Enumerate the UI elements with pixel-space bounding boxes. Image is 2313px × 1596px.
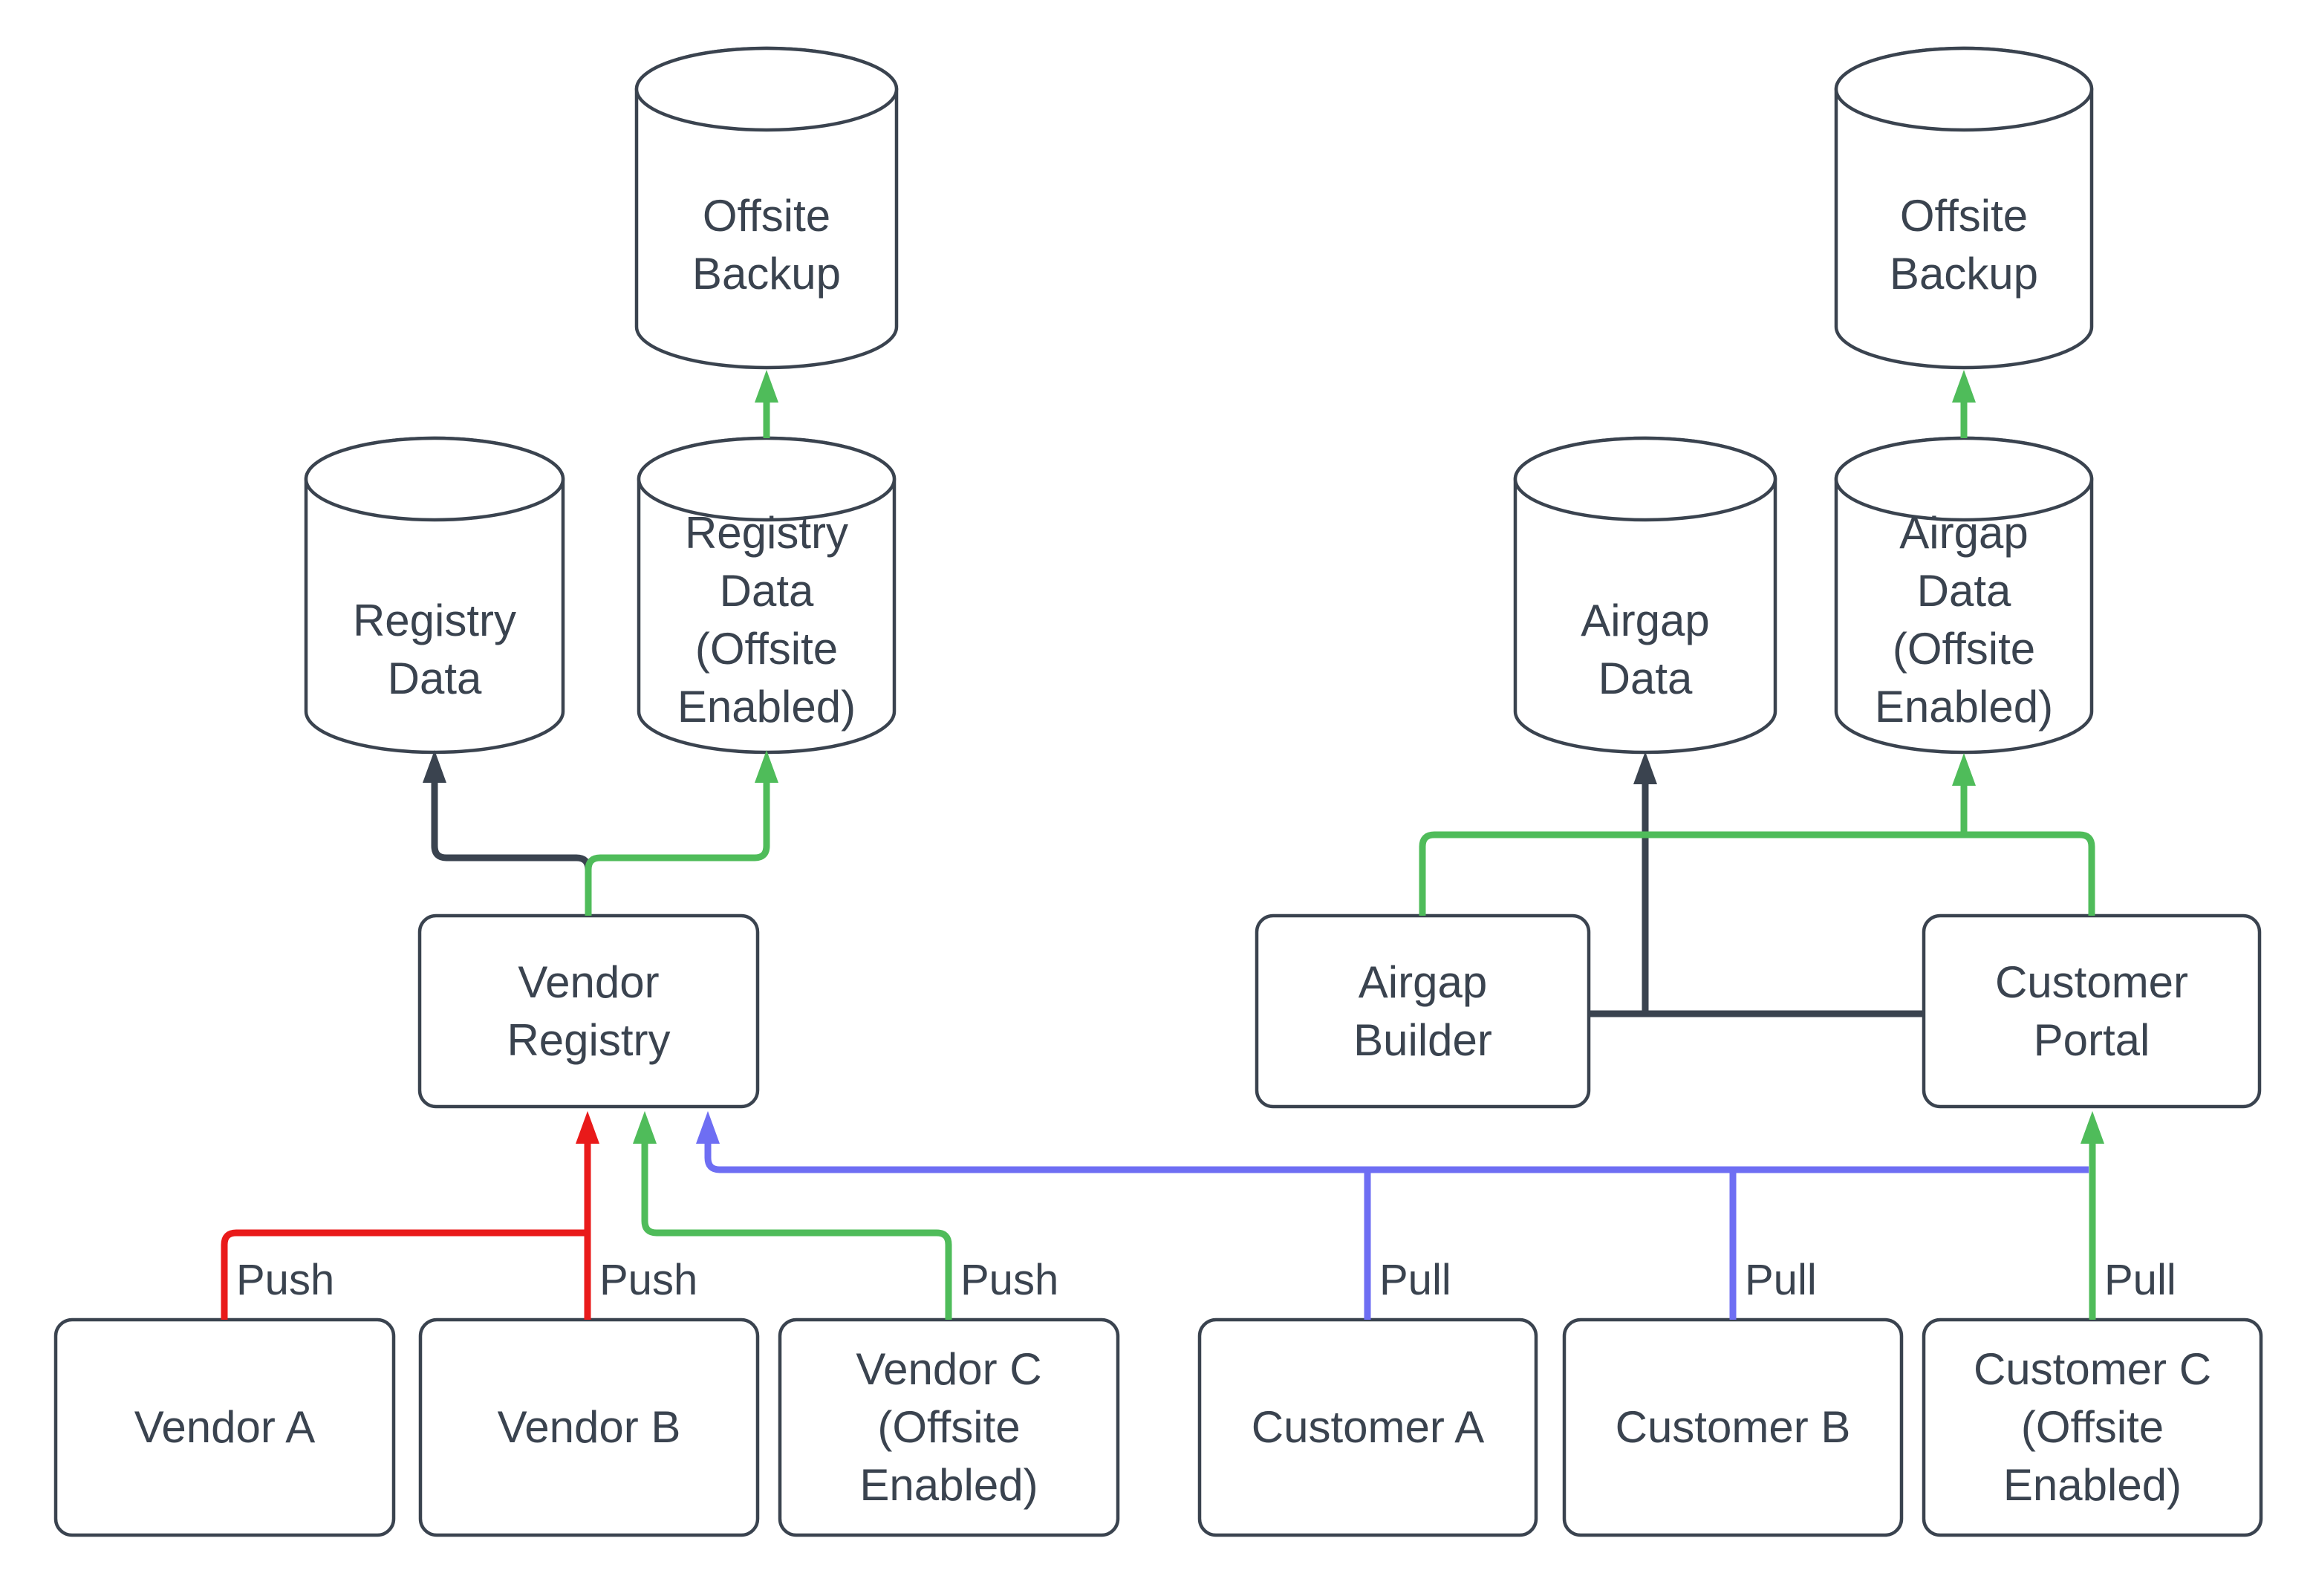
edge-registry-to-registry-data-offsite [585, 783, 770, 916]
vendor-b-label: Vendor B [497, 1402, 681, 1452]
airgap-data-cylinder-top [1513, 436, 1777, 522]
offsite-backup-left-label: Offsite Backup [692, 191, 842, 299]
airgap-data-label: Airgap Data [1581, 596, 1710, 703]
pull-label-customer-c: Pull [2104, 1255, 2176, 1304]
arrowhead-vendors-into-registry [576, 1111, 599, 1144]
offsite-backup-right-label: Offsite Backup [1889, 191, 2039, 299]
customer-portal-label: Customer Portal [1994, 957, 2189, 1065]
pull-label-customer-b: Pull [1745, 1255, 1817, 1304]
customer-c-label: Customer C (Offsite Enabled) [1973, 1344, 2212, 1510]
arrowhead-offsite-backup-left [755, 370, 778, 403]
arrowhead-airgap-data [1633, 752, 1657, 784]
registry-data-offsite-label: Registry Data (Offsite Enabled) [677, 508, 856, 732]
push-label-vendor-a: Push [236, 1255, 335, 1304]
arrowhead-registry-data-offsite [755, 750, 778, 783]
pull-label-customer-a: Pull [1379, 1255, 1451, 1304]
arrowhead-customers-into-registry [696, 1111, 720, 1144]
push-label-vendor-c: Push [960, 1255, 1059, 1304]
edge-vendor-c-push [641, 1144, 952, 1320]
arrowhead-offsite-backup-right [1952, 370, 1976, 403]
arrowhead-registry-data [423, 750, 446, 783]
registry-data-cylinder-top [304, 436, 565, 522]
edge-builder-portal-to-airgap-offsite [1419, 831, 2095, 916]
arrowhead-customer-c-into-portal [2081, 1111, 2104, 1144]
offsite-backup-right-cylinder-top [1834, 46, 2094, 132]
vendor-a-label: Vendor A [134, 1402, 316, 1452]
arrowhead-vendor-c-into-registry [633, 1111, 657, 1144]
edge-customers-pull-main [704, 1144, 2089, 1173]
airgap-data-offsite-label: Airgap Data (Offsite Enabled) [1874, 508, 2054, 732]
vendor-c-label: Vendor C (Offsite Enabled) [856, 1344, 1042, 1510]
airgap-builder-label: Airgap Builder [1353, 957, 1492, 1065]
edge-registry-to-registry-data [431, 783, 592, 916]
customer-a-label: Customer A [1251, 1402, 1485, 1452]
edge-vendor-a-push [221, 1229, 588, 1320]
registry-data-label: Registry Data [352, 596, 517, 703]
customer-b-label: Customer B [1615, 1402, 1851, 1452]
vendor-registry-label: Vendor Registry [507, 957, 671, 1065]
offsite-backup-left-cylinder-top [634, 46, 899, 132]
push-label-vendor-b: Push [599, 1255, 698, 1304]
arrowhead-airgap-data-offsite [1952, 753, 1976, 786]
